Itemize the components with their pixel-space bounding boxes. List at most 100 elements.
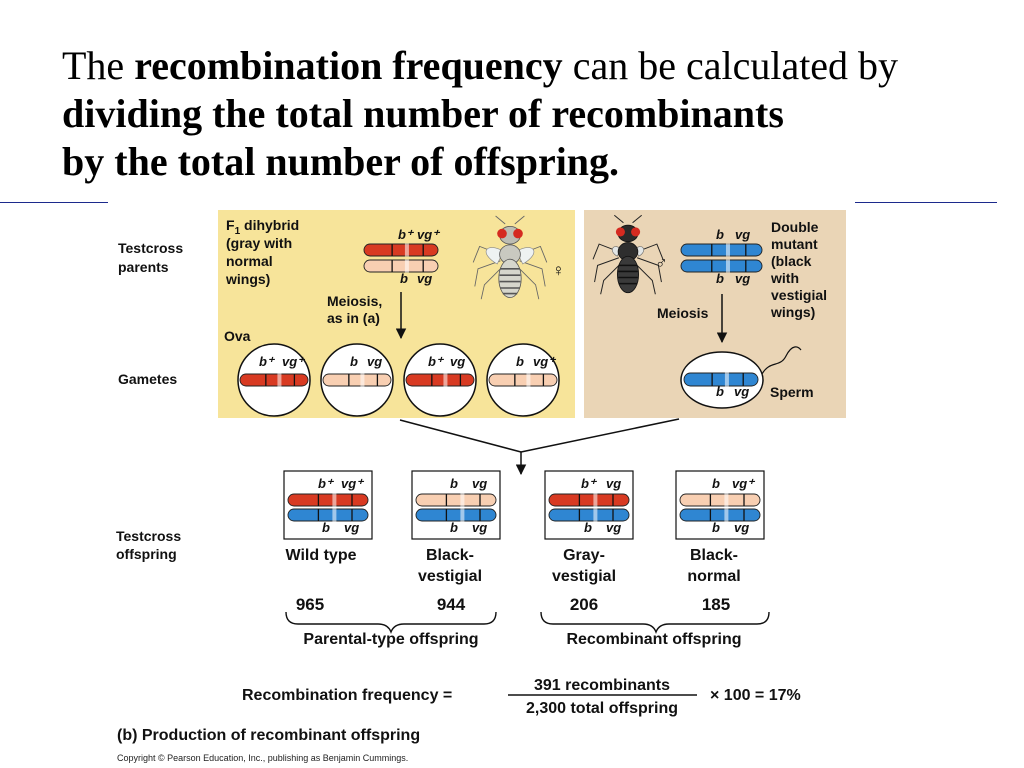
female-meiosis-label: Meiosis,as in (a) (327, 293, 382, 326)
gamete-gene-b: b⁺ (428, 354, 445, 369)
count-gray-vestigial: 206 (570, 595, 598, 614)
gamete-gene-b: b (350, 354, 358, 369)
sperm-gene-vg: vg (734, 384, 749, 399)
title-text-4: dividing the total number of recombinant… (62, 91, 784, 136)
offspring-wild-type: b⁺ vg⁺ b vg (283, 470, 373, 540)
female-gene-vg-top: vg⁺ (417, 227, 441, 242)
fertilization-line-right (520, 418, 680, 453)
male-symbol-icon: ♂ (655, 253, 668, 272)
sperm-gene-b: b (716, 384, 724, 399)
sperm-gamete: b vg (680, 346, 802, 409)
female-description: F1 dihybrid (gray with normal wings) (225, 217, 303, 287)
male-gene-vg-bottom: vg (735, 271, 750, 286)
chromosome-blue (287, 508, 369, 522)
svg-text:b: b (584, 520, 592, 535)
sperm-label: Sperm (770, 384, 814, 400)
gamete-gene-vg: vg (450, 354, 465, 369)
title-text-2: recombination frequency (134, 43, 563, 88)
chromosome-pink (415, 493, 497, 507)
copyright-notice: Copyright © Pearson Education, Inc., pub… (117, 753, 408, 763)
egg-gamete: b⁺ vg⁺ (237, 343, 311, 417)
egg-gamete: b vg (320, 343, 394, 417)
male-gene-vg-top: vg (735, 227, 750, 242)
gamete-gene-vg: vg (367, 354, 382, 369)
title-text-5: by the total number of offspring. (62, 139, 620, 184)
gamete-gene-b: b⁺ (259, 354, 276, 369)
svg-text:vg: vg (734, 520, 749, 535)
count-wild-type: 965 (296, 595, 324, 614)
equation-result: × 100 = 17% (710, 687, 801, 704)
offspring-name-black-vestigial: Black-vestigial (418, 547, 482, 585)
count-black-normal: 185 (702, 595, 730, 614)
equation-denominator: 2,300 total offspring (526, 700, 678, 717)
equation-numerator: 391 recombinants (534, 677, 670, 694)
svg-text:vg: vg (344, 520, 359, 535)
svg-text:vg⁺: vg⁺ (341, 476, 365, 491)
title-rule-right (855, 202, 997, 203)
offspring-gray-vestigial: b⁺ vg b vg (544, 470, 634, 540)
offspring-name-black-normal: Black-normal (687, 547, 740, 585)
chromosome-blue (679, 508, 761, 522)
chromosome-red (548, 493, 630, 507)
title-text-1: The (62, 43, 135, 88)
chromosome-pink (363, 259, 439, 273)
figure-caption: (b) Production of recombinant offspring (117, 727, 420, 744)
chromosome-red (363, 243, 439, 257)
parental-group-label: Parental-type offspring (303, 631, 478, 648)
label-gametes: Gametes (118, 371, 177, 387)
svg-text:vg⁺: vg⁺ (732, 476, 756, 491)
gamete-gene-vg: vg⁺ (533, 354, 557, 369)
sperm-tail (761, 346, 802, 375)
egg-gamete: b⁺ vg (403, 343, 477, 417)
chromosome-blue (548, 508, 630, 522)
svg-text:b: b (712, 520, 720, 535)
chromosome-blue (680, 243, 763, 257)
recombinant-group-label: Recombinant offspring (566, 631, 741, 648)
male-gene-b-bottom: b (716, 271, 724, 286)
egg-gamete: b vg⁺ (486, 343, 560, 417)
equation-label: Recombination frequency = (242, 687, 452, 704)
svg-text:b: b (450, 476, 458, 491)
male-meiosis-label: Meiosis (657, 305, 709, 321)
chromosome-red (405, 373, 475, 387)
title-rule-left (0, 202, 108, 203)
male-chromosome-pair (680, 243, 763, 273)
parental-brace (285, 611, 497, 634)
male-gene-b-top: b (716, 227, 724, 242)
female-gene-vg-bottom: vg (417, 271, 432, 286)
chromosome-blue (680, 259, 763, 273)
fertilization-line-left (399, 419, 522, 453)
female-chromosome-pair (363, 243, 439, 273)
chromosome-blue (683, 372, 759, 387)
chromosome-red (287, 493, 369, 507)
female-gene-b-bottom: b (400, 271, 408, 286)
ova-label: Ova (224, 328, 251, 344)
svg-text:vg: vg (606, 476, 621, 491)
svg-text:b: b (450, 520, 458, 535)
svg-text:b: b (712, 476, 720, 491)
gamete-gene-b: b (516, 354, 524, 369)
female-gene-b-top: b⁺ (398, 227, 415, 242)
recombinant-brace (540, 611, 770, 634)
count-black-vestigial: 944 (437, 595, 466, 614)
svg-text:vg: vg (472, 520, 487, 535)
offspring-name-gray-vestigial: Gray-vestigial (552, 547, 616, 585)
offspring-black-normal: b vg⁺ b vg (675, 470, 765, 540)
chromosome-pink (488, 373, 558, 387)
chromosome-blue (415, 508, 497, 522)
female-symbol-icon: ♀ (552, 261, 565, 280)
svg-text:vg: vg (606, 520, 621, 535)
chromosome-pink (322, 373, 392, 387)
svg-text:vg: vg (472, 476, 487, 491)
slide-title: The recombination frequency can be calcu… (62, 42, 1022, 186)
gamete-gene-vg: vg⁺ (282, 354, 306, 369)
male-description: Double mutant (black with vestigial wing… (770, 219, 831, 320)
chromosome-pink (679, 493, 761, 507)
title-text-3: can be calculated by (562, 43, 899, 88)
svg-text:b⁺: b⁺ (581, 476, 598, 491)
offspring-name-wild-type: Wild type (286, 547, 357, 564)
offspring-black-vestigial: b vg b vg (411, 470, 501, 540)
chromosome-red (239, 373, 309, 387)
